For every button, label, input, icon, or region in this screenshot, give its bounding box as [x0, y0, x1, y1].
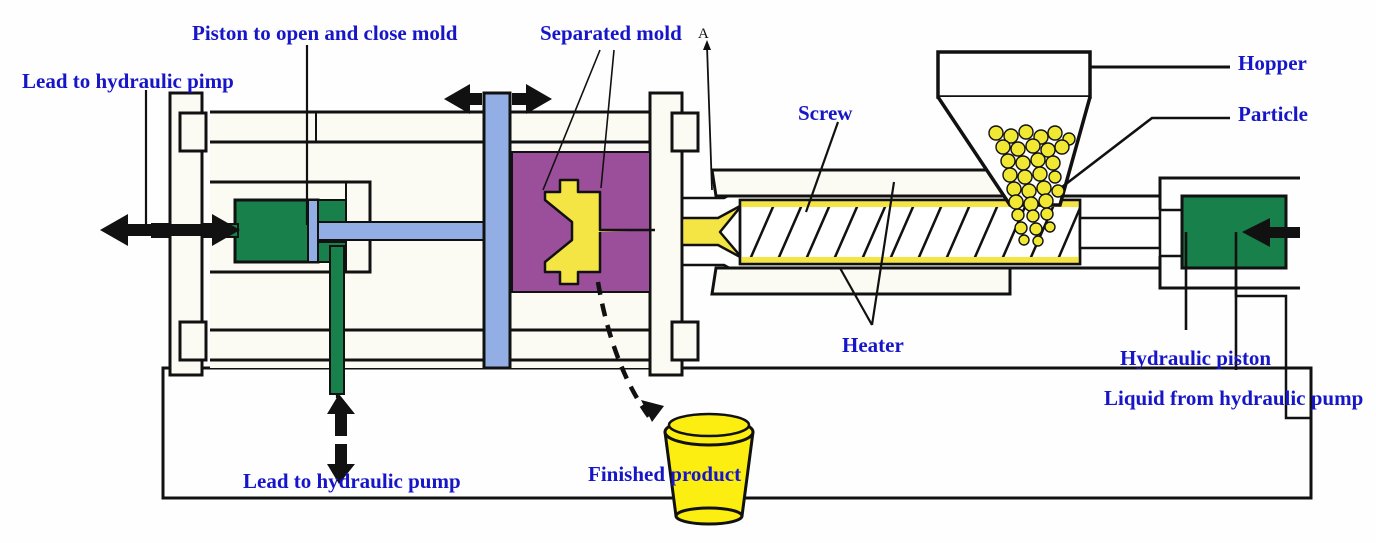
inject-arrow [1242, 218, 1300, 247]
pellet-pile [988, 124, 1076, 247]
green-vertical-feed [329, 245, 345, 395]
label-lead-to-hydraulic-pump: Lead to hydraulic pump [243, 469, 461, 493]
label-section-marker-a: A [698, 26, 709, 42]
label-finished-product: Finished product [588, 462, 742, 486]
molded-part-cavity [543, 178, 655, 286]
arrows [100, 40, 1300, 484]
yellow-bucket [663, 412, 755, 526]
eject-arrow [595, 281, 652, 420]
barrel-heater-band [710, 168, 1012, 198]
left-green-piston [233, 198, 320, 264]
nozzle [680, 203, 744, 260]
label-piston-to-open-and-close-mold: Piston to open and close mold [192, 21, 458, 45]
screw-flights [746, 199, 1082, 265]
leader-lines [144, 45, 1238, 398]
blue-clamp-piston [482, 91, 512, 370]
label-lead-to-hydraulic-pimp: Lead to hydraulic pimp [22, 69, 234, 93]
clamp-stroke-arrow [444, 84, 552, 114]
a-arrow [703, 40, 713, 191]
barrel-assembly [710, 168, 1184, 296]
pump-stroke-arrow [327, 394, 355, 484]
left-stroke-arrow [100, 214, 240, 246]
label-screw: Screw [798, 101, 853, 125]
label-separated-mold: Separated mold [540, 21, 682, 45]
label-liquid-from-hydraulic-pump: Liquid from hydraulic pump [1104, 386, 1364, 410]
nozzle-assembly [680, 178, 761, 287]
label-hopper: Hopper [1238, 51, 1307, 75]
label-heater: Heater [842, 333, 904, 357]
label-hydraulic-piston: Hydraulic piston [1120, 346, 1272, 370]
label-particle: Particle [1238, 102, 1308, 126]
